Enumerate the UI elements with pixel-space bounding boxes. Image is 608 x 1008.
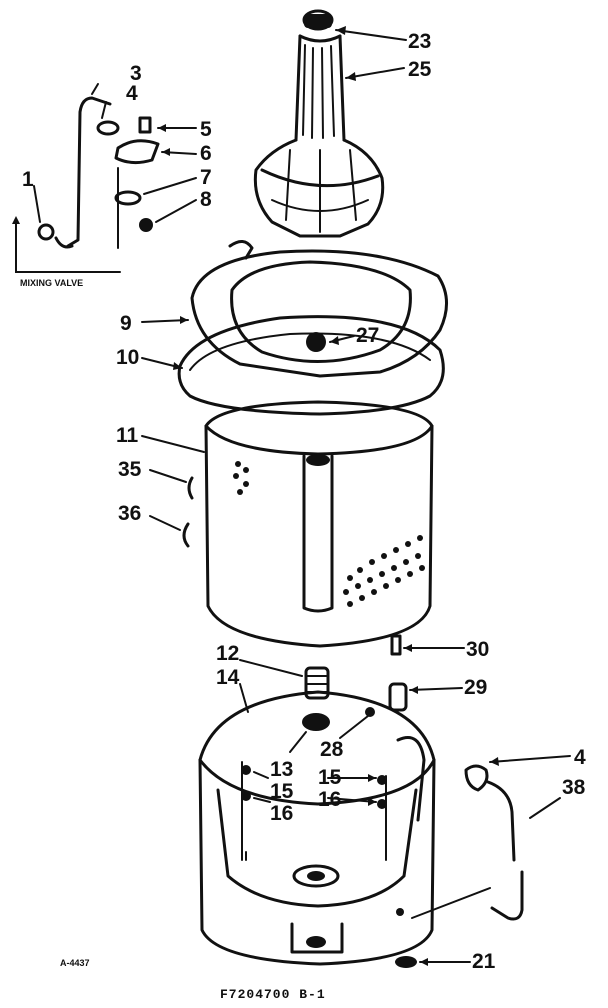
hose-guide-line (411, 887, 491, 919)
label-part-21: 21 (472, 950, 496, 973)
tub-cover (190, 240, 448, 378)
clip-36 (182, 522, 190, 548)
label-part-5: 5 (200, 118, 212, 141)
label-part-9: 9 (120, 312, 132, 335)
label-part-15-left: 15 (270, 780, 294, 803)
hose-clamp (464, 764, 489, 792)
label-part-6: 6 (200, 142, 212, 165)
label-part-15-right: 15 (318, 766, 342, 789)
label-part-16-left: 16 (270, 802, 293, 825)
outer-tub (198, 690, 436, 966)
label-part-10: 10 (116, 346, 139, 369)
label-part-4-valve: 4 (126, 82, 138, 105)
label-part-29: 29 (464, 676, 487, 699)
label-part-14: 14 (216, 666, 240, 689)
label-part-25: 25 (408, 58, 432, 81)
clip-35 (187, 476, 194, 500)
label-part-28: 28 (320, 738, 344, 761)
drawing-number: A-4437 (60, 958, 90, 968)
label-part-30: 30 (466, 638, 489, 661)
callout-labels: 23 25 3 4 5 6 7 8 1 MIXING VALVE 9 27 10… (20, 30, 586, 1002)
label-part-27: 27 (356, 324, 379, 347)
drain-plug (395, 956, 417, 968)
label-part-12: 12 (216, 642, 239, 665)
label-part-38: 38 (562, 776, 586, 799)
label-part-1: 1 (22, 168, 34, 191)
wash-basket (204, 400, 434, 648)
label-part-11: 11 (116, 424, 139, 447)
label-part-35: 35 (118, 458, 142, 481)
label-part-23: 23 (408, 30, 431, 53)
mixing-valve-assembly (12, 96, 160, 273)
label-part-36: 36 (118, 502, 141, 525)
label-part-8: 8 (200, 188, 212, 211)
drain-hose (486, 780, 524, 921)
label-part-3: 3 (130, 62, 142, 85)
leader-lines (33, 26, 571, 966)
label-part-13: 13 (270, 758, 293, 781)
label-part-4-hose: 4 (574, 746, 586, 769)
label-part-7: 7 (200, 166, 212, 189)
label-part-16-right: 16 (318, 788, 341, 811)
catalog-number: F7204700 B-1 (220, 987, 326, 1002)
tub-gasket (177, 315, 445, 416)
mixing-valve-label: MIXING VALVE (20, 278, 83, 288)
agitator (253, 9, 385, 238)
